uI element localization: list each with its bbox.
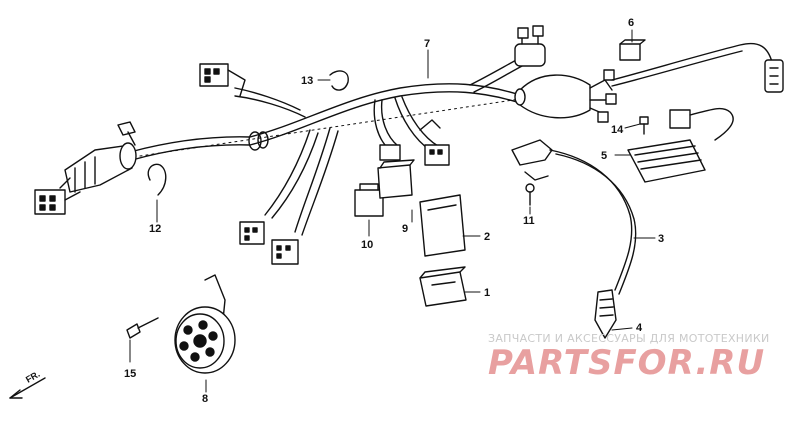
branch-connector-a: [239, 221, 265, 245]
callout-6: 6: [628, 17, 634, 29]
part-6-connector: [619, 39, 646, 61]
part-5-regulator: [627, 107, 734, 183]
part-3-sensor-wire: [511, 139, 637, 295]
part-8-horn: [174, 274, 236, 374]
main-wire-harness: [129, 57, 527, 236]
starter-relay: [514, 25, 546, 67]
part-10-relay: [354, 183, 384, 217]
callout-10: 10: [361, 239, 373, 251]
part-12-band: [147, 163, 167, 196]
callout-5: 5: [601, 150, 607, 162]
harness-grommet: [248, 131, 269, 151]
callout-1: 1: [484, 287, 490, 299]
callout-7: 7: [424, 38, 430, 50]
callout-14: 14: [611, 124, 624, 136]
callout-leaders: [129, 29, 656, 393]
front-direction-arrow: [9, 377, 46, 399]
callout-12: 12: [149, 223, 161, 235]
part-13-clip: [329, 70, 349, 91]
callout-15: 15: [124, 368, 136, 380]
watermark-brand: PARTSFOR.RU: [488, 343, 765, 383]
callout-8: 8: [202, 393, 208, 405]
top-left-connector: [199, 63, 246, 97]
part-14-bolt: [639, 116, 649, 135]
branch-connector-b: [271, 239, 299, 265]
front-direction-label: FR.: [24, 369, 42, 385]
callout-13: 13: [301, 75, 313, 87]
watermark-caption: ЗАПЧАСТИ И АКСЕССУАРЫ ДЛЯ МОТОТЕХНИКИ: [488, 332, 770, 345]
part-1-unit: [419, 266, 467, 307]
part-2-cdi-unit: [419, 194, 466, 257]
part-9-relay: [377, 159, 415, 199]
harness-junction: [514, 42, 784, 123]
left-connector-block: [34, 121, 137, 215]
part-11-screw: [525, 183, 535, 206]
callout-2: 2: [484, 231, 490, 243]
callout-11: 11: [523, 215, 535, 227]
callout-9: 9: [402, 223, 408, 235]
part-4-sensor: [594, 289, 617, 339]
part-15-bolt: [126, 317, 159, 339]
branch-connector-c: [379, 119, 450, 166]
callout-3: 3: [658, 233, 664, 245]
callout-4: 4: [636, 322, 643, 334]
